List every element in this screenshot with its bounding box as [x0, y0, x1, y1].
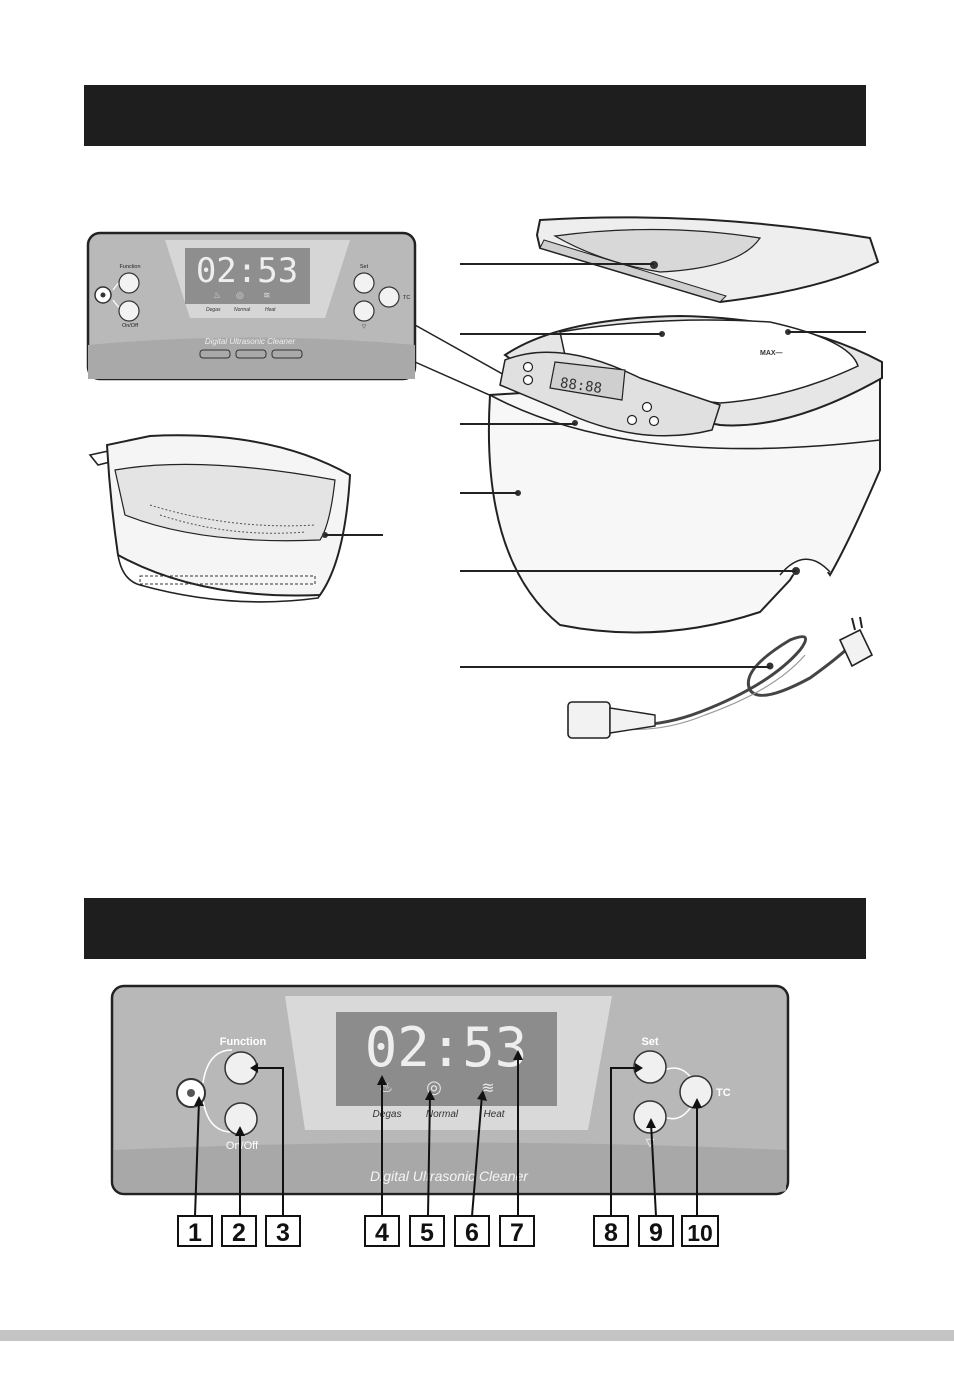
mini-set-label: Set: [360, 264, 369, 270]
mini-spec-badge: [199, 349, 231, 359]
callout-number-6: 6: [465, 1219, 479, 1247]
mini-normal-icon: ◎: [236, 290, 244, 300]
mini-down-button[interactable]: [353, 300, 375, 322]
onoff-label: On/Off: [226, 1140, 259, 1152]
mini-spec-badge: [235, 349, 267, 359]
callout-box-4: [364, 1215, 400, 1247]
mini-down-label: ▽: [362, 324, 367, 330]
control-panel-diagram: 02:53 ♨ ◎ ≋ Degas Normal Heat Function O…: [106, 980, 806, 1263]
unit-button: [626, 414, 638, 426]
callout-box-8: [593, 1215, 629, 1247]
callout-box-3: [265, 1215, 301, 1247]
callout-number-9: 9: [649, 1219, 663, 1247]
heat-icon: ≋: [481, 1080, 494, 1097]
degas-label: Degas: [373, 1109, 402, 1120]
power-cord: [567, 616, 874, 739]
mini-onoff-button[interactable]: [118, 300, 140, 322]
mini-heat-icon: ≋: [263, 290, 271, 300]
callout-number-4: 4: [375, 1219, 389, 1247]
callout-box-9: [638, 1215, 674, 1247]
callout-box-6: [454, 1215, 490, 1247]
lcd-time: 02:53: [365, 1016, 528, 1079]
basket: [88, 434, 352, 603]
callout-box-1: [177, 1215, 213, 1247]
callout-number-5: 5: [420, 1219, 434, 1247]
set-label: Set: [641, 1036, 658, 1048]
callout-box-5: [409, 1215, 445, 1247]
mini-tc-label: TC: [403, 295, 410, 301]
down-label: ▽: [646, 1137, 655, 1149]
callout-box-2: [221, 1215, 257, 1247]
unit-button: [641, 401, 653, 413]
mini-function-button[interactable]: [118, 272, 140, 294]
callout-number-2: 2: [232, 1219, 246, 1247]
heat-label: Heat: [483, 1109, 505, 1120]
callout-box-7: [499, 1215, 535, 1247]
max-fill-mark: MAX—: [760, 350, 783, 357]
mini-brand-text: Digital Ultrasonic Cleaner: [205, 337, 296, 346]
normal-label: Normal: [426, 1109, 459, 1120]
mini-degas-icon: ♨: [213, 290, 221, 300]
unit-display: 88:88: [559, 375, 603, 397]
section-header-bar-2: [84, 898, 866, 959]
mini-spec-badge: [271, 349, 303, 359]
unit-button: [648, 415, 660, 427]
section-header-bar-1: [84, 85, 866, 146]
lid: [535, 216, 880, 304]
brand-text: Digital Ultrasonic Cleaner: [370, 1168, 529, 1184]
mini-onoff-label: On/Off: [122, 323, 139, 329]
mini-set-button[interactable]: [353, 272, 375, 294]
down-button[interactable]: [633, 1100, 667, 1134]
callout-number-8: 8: [604, 1219, 618, 1247]
unit-button: [522, 361, 534, 373]
cleaner-unit: MAX— 88:88: [487, 314, 883, 634]
callout-box-10: [681, 1215, 719, 1247]
mini-heat-label: Heat: [265, 307, 276, 313]
mini-normal-label: Normal: [234, 307, 251, 313]
unit-button: [522, 374, 534, 386]
mini-tc-button[interactable]: [378, 286, 400, 308]
callout-number-1: 1: [188, 1219, 202, 1247]
callout-number-7: 7: [510, 1219, 524, 1247]
tc-label: TC: [716, 1087, 731, 1099]
mini-panel-callout: 02:53 ♨ ◎ ≋ Degas Normal Heat Function O…: [86, 231, 417, 381]
function-label: Function: [220, 1036, 267, 1048]
footer-rule: [0, 1330, 954, 1341]
mini-degas-label: Degas: [206, 307, 221, 313]
mini-function-label: Function: [119, 264, 140, 270]
callout-number-10: 10: [687, 1220, 713, 1246]
callout-number-3: 3: [276, 1219, 290, 1247]
mini-time-display: 02:53: [196, 251, 298, 291]
overview-pointer-lines: [325, 263, 866, 668]
